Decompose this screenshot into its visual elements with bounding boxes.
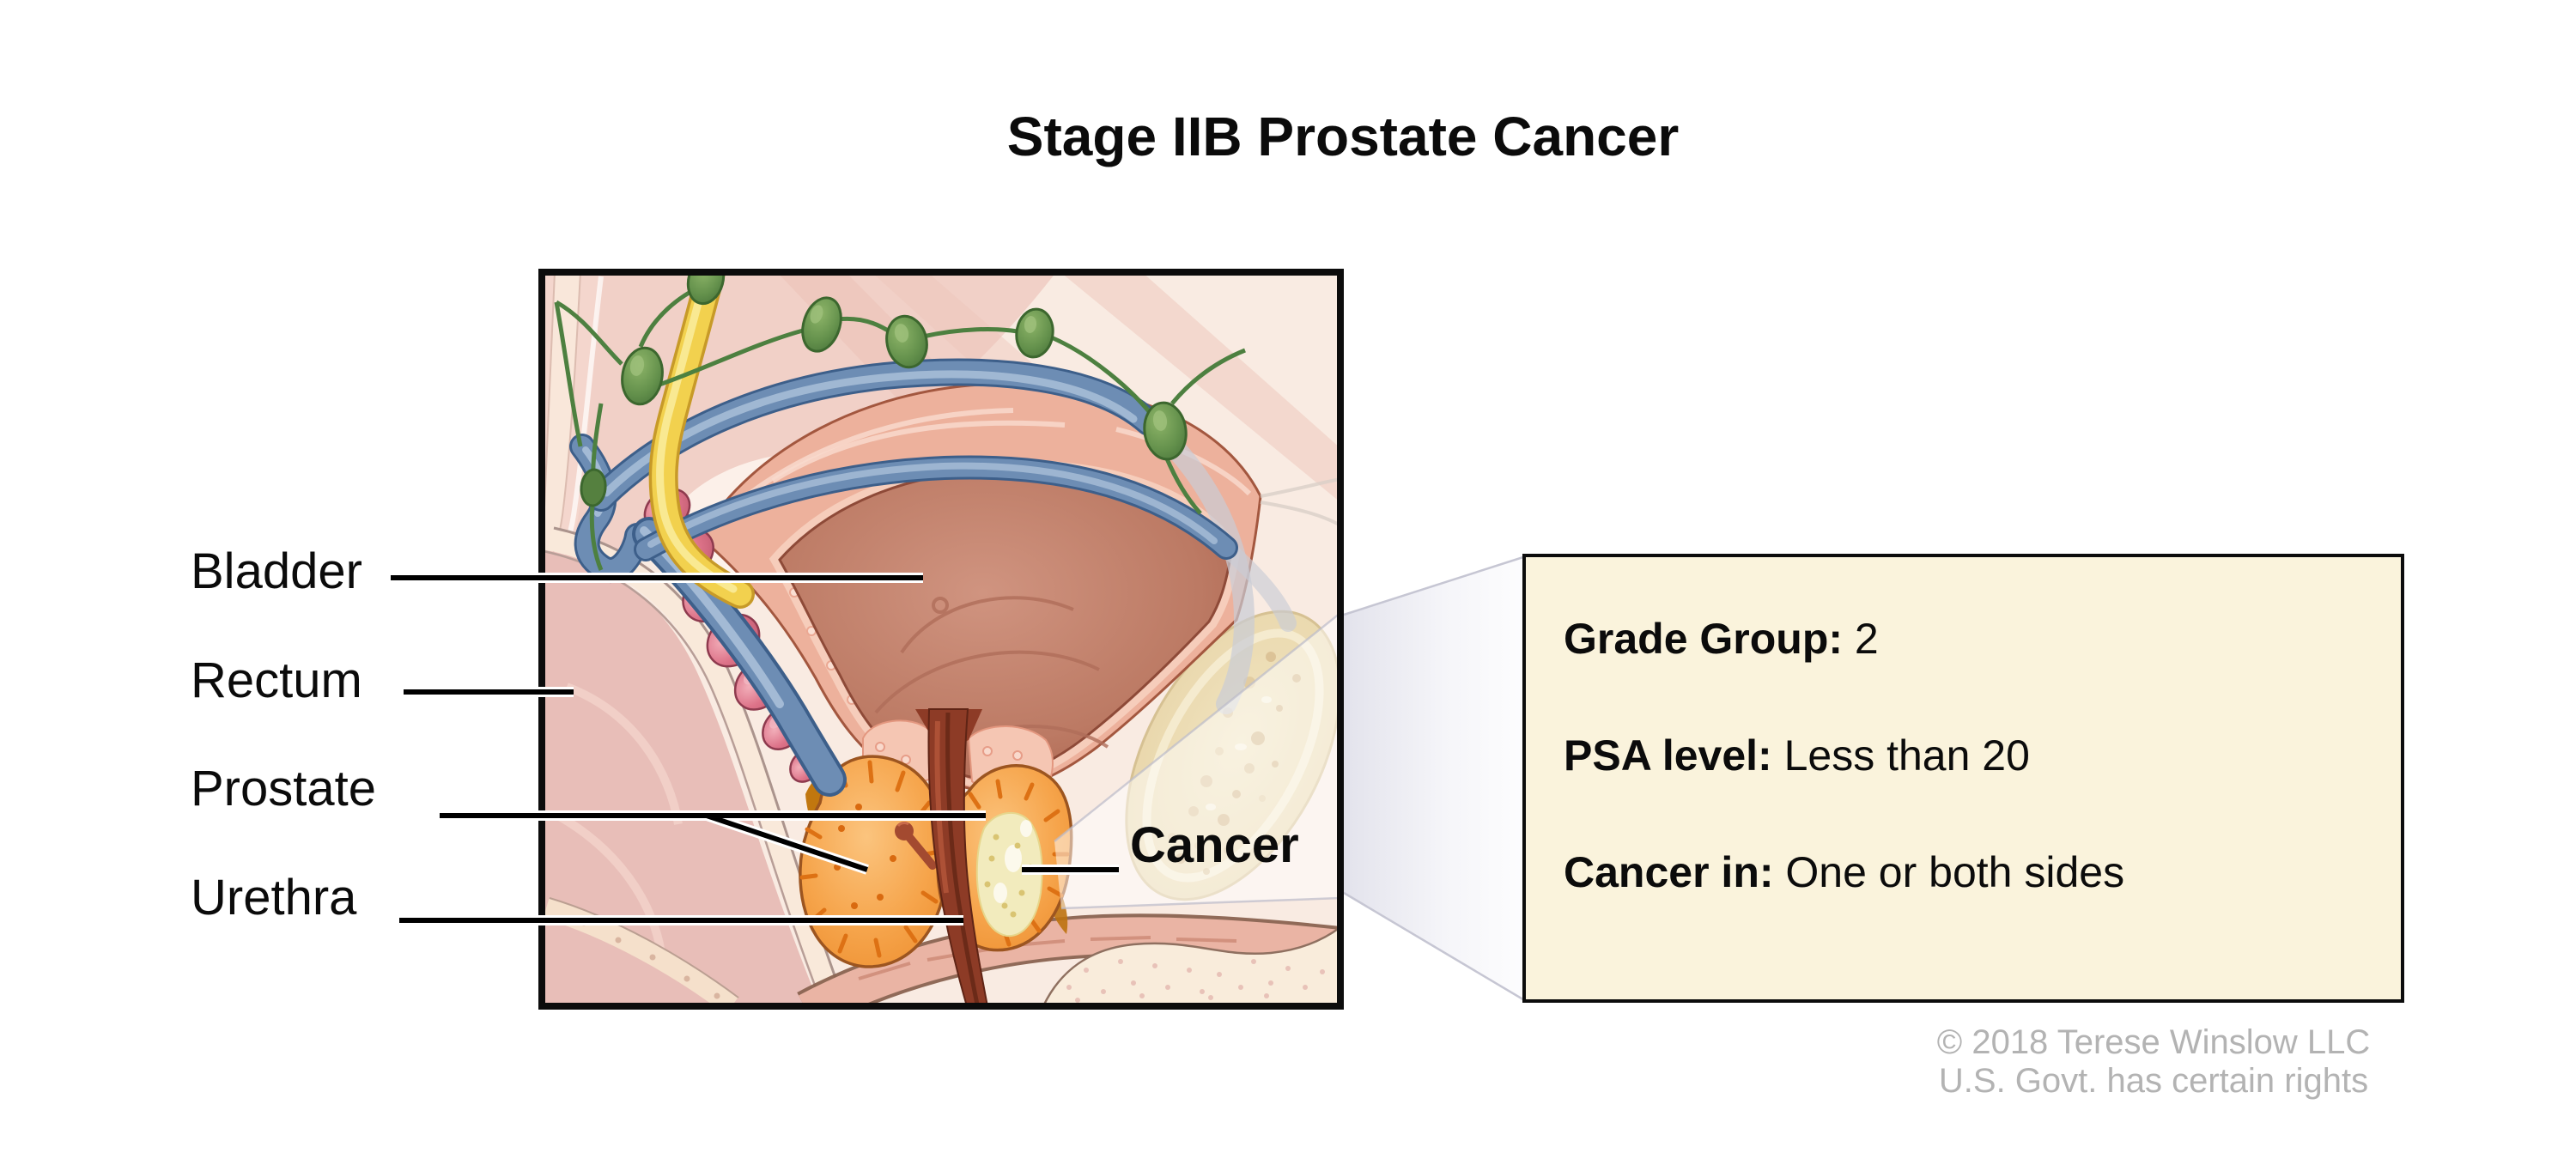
copyright-line2: U.S. Govt. has certain rights xyxy=(1938,1062,2369,1100)
label-cancer: Cancer xyxy=(1130,817,1299,873)
label-rectum: Rectum xyxy=(191,652,362,708)
page-title: Stage IIB Prostate Cancer xyxy=(1006,106,1680,167)
label-prostate: Prostate xyxy=(191,761,376,816)
lymph-nodes xyxy=(580,272,1188,507)
leader-lines xyxy=(391,573,1119,925)
info-row-psa-level: PSA level: Less than 20 xyxy=(1564,731,2030,780)
psa-level-value: Less than 20 xyxy=(1771,731,2030,780)
label-urethra: Urethra xyxy=(191,870,357,925)
cancer-in-label: Cancer in: xyxy=(1564,848,1774,896)
vas-deferens-yellow xyxy=(648,272,755,609)
illustration-border xyxy=(538,269,1344,1010)
info-row-grade-group: Grade Group: 2 xyxy=(1564,614,1879,664)
cancer-in-value: One or both sides xyxy=(1773,848,2125,896)
magnifier-wedge xyxy=(1343,555,1527,1003)
magnifier-wedge-inner xyxy=(1054,612,1340,910)
leader-prostate-fork xyxy=(706,813,868,872)
grade-group-label: Grade Group: xyxy=(1564,615,1844,663)
copyright-credit: © 2018 Terese Winslow LLC U.S. Govt. has… xyxy=(1898,1023,2409,1101)
copyright-line1: © 2018 Terese Winslow LLC xyxy=(1936,1023,2371,1061)
pelvic-floor-muscle xyxy=(797,913,1340,1006)
stage-info-panel: Grade Group: 2 PSA level: Less than 20 C… xyxy=(1522,554,2404,1003)
urethra-shape xyxy=(915,708,989,1006)
info-row-cancer-in: Cancer in: One or both sides xyxy=(1564,847,2124,897)
grade-group-value: 2 xyxy=(1843,615,1879,663)
label-bladder: Bladder xyxy=(191,543,362,599)
ejaculatory-duct xyxy=(895,822,937,870)
perineal-tissue xyxy=(1042,925,1340,1006)
psa-level-label: PSA level: xyxy=(1564,731,1772,780)
